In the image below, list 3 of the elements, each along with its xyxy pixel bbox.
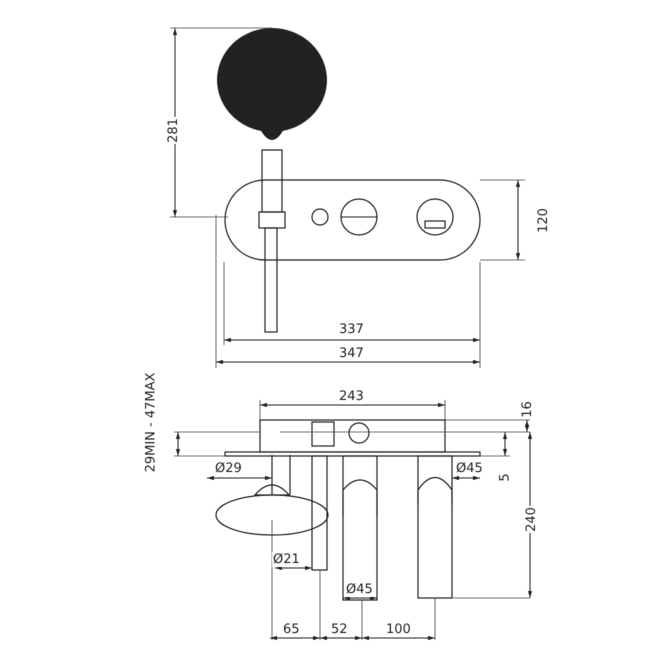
- dimension-value: Ø45: [455, 461, 484, 476]
- dimension-value: Ø21: [272, 552, 301, 567]
- dimension-value: Ø45: [345, 582, 374, 597]
